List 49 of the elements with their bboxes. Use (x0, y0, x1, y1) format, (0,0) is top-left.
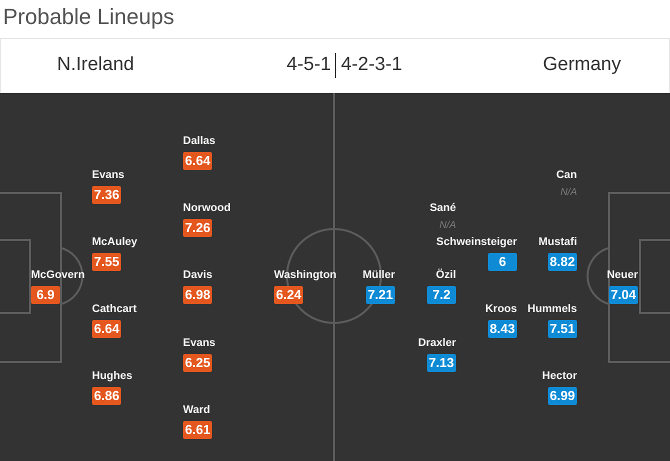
player-name: Can (556, 169, 577, 182)
rating-badge: 6.86 (92, 387, 122, 405)
formation-text: 4-2-3-1 (341, 54, 402, 76)
player-name: Hummels (527, 303, 577, 316)
rating-badge: 6.25 (183, 354, 212, 372)
rating-badge: 7.2 (427, 286, 456, 304)
player-name: Draxler (418, 337, 456, 350)
player-name: Cathcart (92, 303, 137, 316)
player-name: Kroos (485, 303, 517, 316)
player-name: Sané (430, 202, 456, 215)
player-name: Evans (183, 337, 216, 350)
player-name: Washington (274, 269, 337, 282)
player-name: Dallas (183, 135, 216, 148)
rating-badge: 6 (488, 253, 517, 271)
rating-badge: 7.55 (92, 253, 122, 271)
player-name: Evans (92, 169, 124, 182)
page-title: Probable Lineups (3, 4, 174, 30)
team-name: Germany (542, 54, 621, 76)
rating-badge: 6.99 (548, 387, 577, 405)
rating-badge: 6.64 (92, 320, 122, 338)
rating-badge: 8.43 (488, 320, 517, 338)
rating-badge: 8.82 (548, 253, 577, 271)
formation-text: 4-5-1 (286, 54, 331, 76)
team-name: N.Ireland (57, 54, 134, 76)
rating-badge: 7.26 (183, 219, 212, 237)
rating-badge: 6.9 (31, 286, 60, 304)
rating-badge: 7.13 (426, 354, 456, 372)
rating-badge: 7.04 (608, 286, 638, 304)
player-name: Özil (436, 269, 456, 282)
player-name: Mustafi (538, 236, 577, 249)
player-name: Hector (542, 370, 577, 383)
rating-text: N/A (560, 186, 577, 200)
player-name: Neuer (606, 269, 638, 282)
player-name: Davis (183, 269, 212, 282)
rating-badge: 7.21 (366, 286, 395, 304)
player-name: Ward (183, 404, 210, 417)
player-name: McGovern (31, 269, 85, 282)
player-name: Hughes (92, 370, 132, 383)
player-name: McAuley (92, 236, 138, 249)
rating-badge: 7.36 (92, 186, 122, 204)
rating-badge: 7.51 (548, 320, 577, 338)
player-name: Norwood (183, 202, 231, 215)
rating-badge: 6.98 (183, 286, 212, 304)
rating-text: N/A (439, 219, 456, 233)
rating-badge: 6.24 (274, 286, 304, 304)
rating-badge: 6.61 (183, 421, 212, 439)
player-name: Müller (362, 269, 395, 282)
rating-badge: 6.64 (183, 152, 212, 170)
player-name: Schweinsteiger (436, 236, 517, 249)
